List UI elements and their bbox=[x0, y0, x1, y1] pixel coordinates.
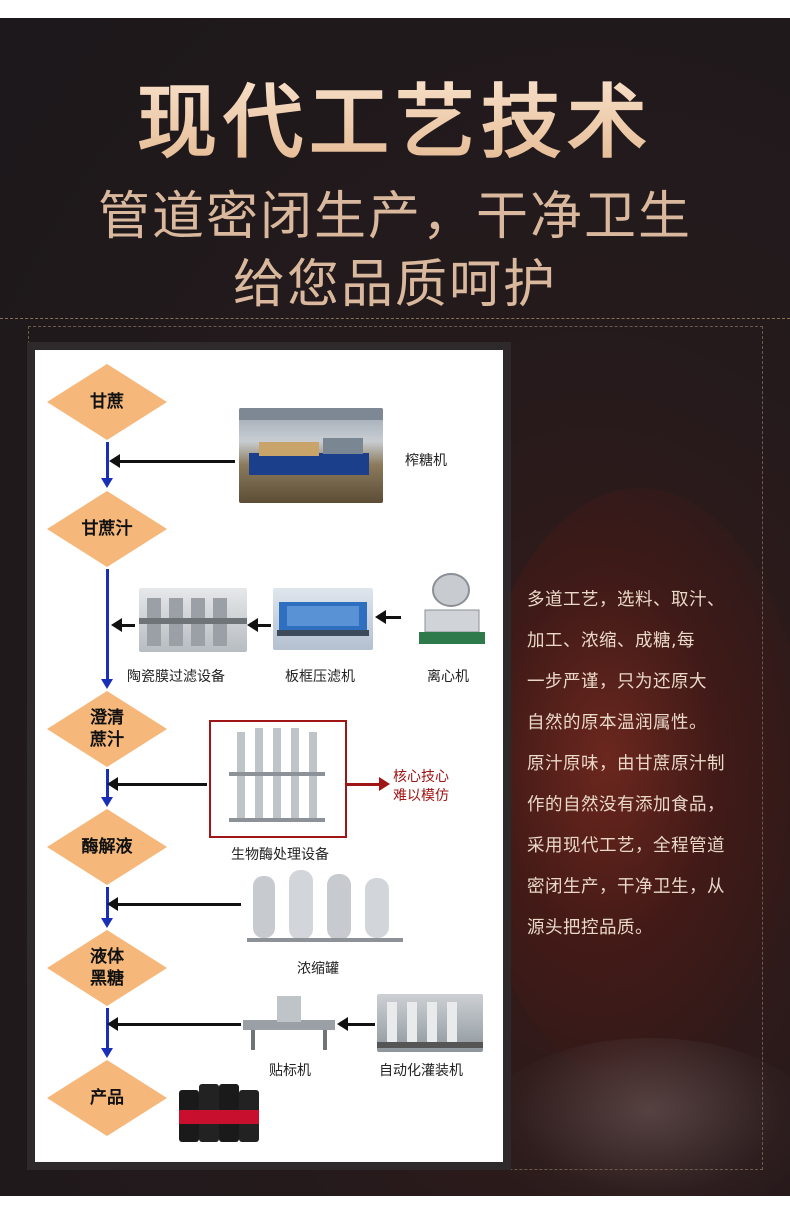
feed-line bbox=[117, 783, 207, 786]
plate-filter-label: 板框压滤机 bbox=[285, 669, 355, 685]
feed-line bbox=[385, 616, 401, 619]
feed-arrow-left bbox=[107, 777, 118, 791]
description-line: 自然的原本温润属性。 bbox=[527, 713, 707, 733]
flow-arrow-down bbox=[101, 918, 113, 928]
ceramic-filter-icon bbox=[139, 598, 247, 646]
page-title: 现代工艺技术 bbox=[0, 58, 790, 174]
filler-label: 自动化灌装机 bbox=[379, 1063, 463, 1079]
centrifuge-icon bbox=[419, 573, 485, 644]
diamond-shape bbox=[47, 930, 167, 1006]
centrifuge-image bbox=[405, 572, 487, 652]
concentrator-icon bbox=[247, 870, 403, 942]
feed-arrow-left bbox=[337, 1017, 348, 1031]
description-line: 采用现代工艺，全程管道 bbox=[527, 836, 725, 856]
feed-line bbox=[117, 903, 241, 906]
feed-arrow-left bbox=[375, 610, 386, 624]
ceramic-filter-image bbox=[139, 588, 247, 652]
core-equipment-box bbox=[209, 720, 347, 838]
diamond-shape bbox=[47, 1060, 167, 1136]
description-line: 密闭生产，干净卫生，从 bbox=[527, 877, 725, 897]
feed-line bbox=[117, 1023, 241, 1026]
stage-label: 甘蔗 bbox=[90, 392, 124, 412]
stage-sugarcane: 甘蔗 bbox=[45, 362, 169, 442]
stage-label: 甘蔗汁 bbox=[81, 519, 133, 539]
process-flowchart: 甘蔗 甘蔗汁 澄清 蔗汁 酶解液 液体 黑糖 产品 榨糖机 bbox=[35, 350, 503, 1162]
core-technology-note: 核心技心 难以模仿 bbox=[393, 769, 449, 804]
flow-arrow-down bbox=[101, 797, 113, 807]
stage-cane-juice: 甘蔗汁 bbox=[45, 489, 169, 569]
labeler-label: 贴标机 bbox=[269, 1063, 311, 1079]
process-description: 多道工艺，选料、取汁、 加工、浓缩、成糖,每 一步严谨，只为还原大 自然的原本温… bbox=[527, 580, 755, 949]
diamond-shape bbox=[47, 491, 167, 567]
flow-line bbox=[106, 569, 109, 679]
dashed-divider bbox=[0, 318, 790, 319]
stage-product: 产品 bbox=[45, 1058, 169, 1138]
core-line bbox=[345, 783, 379, 786]
stage-label: 酶解液 bbox=[81, 837, 133, 857]
labeler-image bbox=[243, 990, 335, 1052]
product-jars-icon bbox=[179, 1084, 259, 1142]
diamond-shape bbox=[47, 809, 167, 885]
enzyme-equipment-label: 生物酶处理设备 bbox=[231, 847, 329, 863]
plate-filter-image bbox=[273, 588, 373, 650]
diamond-shape bbox=[47, 364, 167, 440]
feed-line bbox=[347, 1023, 375, 1026]
flow-arrow-down bbox=[101, 679, 113, 689]
press-machine-icon bbox=[239, 408, 383, 475]
stage-enzymolysis: 酶解液 bbox=[45, 807, 169, 887]
feed-line bbox=[257, 624, 271, 627]
centrifuge-label: 离心机 bbox=[427, 669, 469, 685]
core-arrow-right bbox=[379, 777, 390, 791]
concentrator-label: 浓缩罐 bbox=[297, 961, 339, 977]
filler-icon bbox=[377, 1002, 483, 1048]
feed-arrow-left bbox=[111, 618, 122, 632]
press-label: 榨糖机 bbox=[405, 453, 447, 469]
flow-line bbox=[106, 442, 109, 478]
press-machine-image bbox=[239, 408, 383, 503]
stage-label: 澄清 蔗汁 bbox=[90, 708, 124, 750]
feed-arrow-left bbox=[107, 897, 118, 911]
bottom-margin bbox=[0, 1196, 790, 1218]
subtitle-line-1: 管道密闭生产，干净卫生 bbox=[97, 187, 692, 247]
feed-line bbox=[121, 624, 135, 627]
bowl-background-image bbox=[480, 1038, 790, 1218]
feed-arrow-left bbox=[247, 618, 258, 632]
syrup-background-image bbox=[470, 488, 790, 1088]
labeler-icon bbox=[243, 996, 335, 1050]
description-line: 源头把控品质。 bbox=[527, 918, 653, 938]
stage-label: 产品 bbox=[90, 1088, 124, 1108]
ceramic-filter-label: 陶瓷膜过滤设备 bbox=[127, 669, 225, 685]
top-margin bbox=[0, 0, 790, 18]
flow-arrow-down bbox=[101, 1048, 113, 1058]
feed-arrow-left bbox=[109, 454, 120, 468]
concentrator-image bbox=[243, 866, 407, 948]
plate-filter-icon bbox=[277, 602, 369, 636]
flow-arrow-down bbox=[101, 478, 113, 488]
subtitle-line-2: 给您品质呵护 bbox=[232, 255, 557, 315]
diamond-shape bbox=[47, 691, 167, 767]
stage-liquid-brown-sugar: 液体 黑糖 bbox=[45, 928, 169, 1008]
description-line: 多道工艺，选料、取汁、 bbox=[527, 590, 725, 610]
stage-label: 液体 黑糖 bbox=[90, 947, 124, 989]
product-jars-image bbox=[175, 1066, 265, 1148]
feed-arrow-left bbox=[107, 1017, 118, 1031]
description-line: 原汁原味，由甘蔗原汁制 bbox=[527, 754, 725, 774]
dashed-frame bbox=[28, 326, 763, 1170]
feed-line bbox=[119, 460, 235, 463]
stage-clarified-juice: 澄清 蔗汁 bbox=[45, 689, 169, 769]
description-line: 一步严谨，只为还原大 bbox=[527, 672, 707, 692]
description-line: 加工、浓缩、成糖,每 bbox=[527, 631, 696, 651]
enzyme-equipment-icon bbox=[229, 728, 325, 822]
description-line: 作的自然没有添加食品， bbox=[527, 795, 725, 815]
filler-image bbox=[377, 994, 483, 1052]
